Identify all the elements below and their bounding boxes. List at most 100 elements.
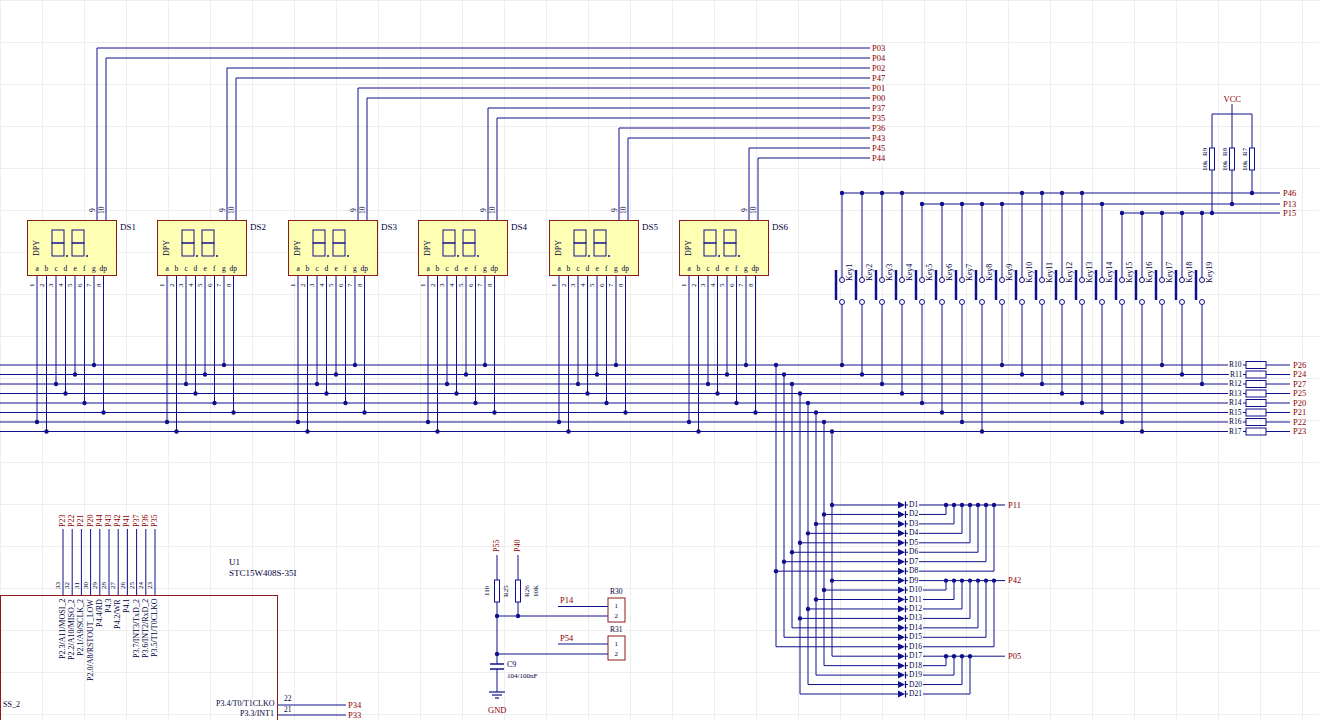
wire [954, 656, 955, 675]
diode-symbol [905, 511, 906, 518]
pin-name: g [222, 265, 226, 273]
diode-symbol [898, 539, 905, 546]
switch-contact [880, 300, 885, 305]
junction-dot [798, 541, 802, 545]
wire [1142, 213, 1143, 278]
pin-number: 10 [359, 207, 367, 215]
wire [1042, 305, 1043, 385]
pin-number: 9 [350, 208, 358, 212]
net-label: P37 [133, 515, 141, 527]
pin-number: 1 [551, 284, 558, 288]
junction-dot [1120, 420, 1124, 424]
wire [497, 616, 608, 617]
wire [808, 684, 898, 685]
net-label: P44 [872, 154, 885, 163]
wire [367, 98, 870, 99]
decimal-point [327, 255, 329, 257]
decimal-point [477, 255, 479, 257]
wire [934, 646, 994, 647]
resistor-symbol [1246, 409, 1266, 416]
pin-number: 4 [580, 284, 587, 288]
diode-symbol [905, 653, 906, 660]
wire [75, 276, 76, 375]
resistor-symbol [495, 580, 500, 602]
wire [934, 608, 962, 609]
diode-symbol [905, 530, 906, 537]
value: 10k [1242, 160, 1249, 171]
pin-number: 1 [681, 284, 688, 288]
junction-dot [35, 420, 39, 424]
wire [1212, 170, 1213, 213]
wire [466, 276, 467, 375]
segment-outline [704, 230, 716, 243]
switch-actuator [1175, 270, 1178, 300]
net-label: P20 [1292, 399, 1307, 408]
wire [606, 276, 607, 403]
switch-contact [860, 300, 865, 305]
segment-outline [72, 243, 84, 256]
net-label: P43 [105, 515, 113, 527]
junction-dot [860, 372, 864, 376]
junction-dot [806, 531, 810, 535]
switch-contact [980, 278, 985, 283]
pin-number: 2 [561, 284, 568, 288]
switch-contact [1100, 300, 1105, 305]
wire [1232, 170, 1233, 204]
pin-number: 9 [611, 208, 619, 212]
wire [0, 374, 1246, 375]
pin-number: 9 [219, 208, 227, 212]
junction-dot [814, 597, 818, 601]
wire [1182, 213, 1183, 278]
wire [619, 128, 620, 220]
switch-actuator [1115, 270, 1118, 300]
resistor-symbol [1246, 400, 1266, 407]
wire [558, 644, 608, 645]
net-label: P55 [493, 540, 501, 552]
junction-dot [1040, 191, 1044, 195]
wire [227, 68, 228, 220]
junction-dot [1080, 401, 1084, 405]
diode-symbol [905, 624, 906, 631]
designator: R12 [1228, 380, 1243, 388]
junction-dot [814, 522, 818, 526]
junction-dot [798, 391, 802, 395]
wire [934, 637, 986, 638]
net-label: P02 [872, 64, 885, 73]
pin-number: 8 [748, 284, 755, 288]
wire [934, 514, 946, 515]
wire [155, 529, 156, 595]
wire [233, 276, 234, 413]
pin-number: 3 [48, 284, 55, 288]
pin-number: 31 [74, 582, 81, 589]
wire [1266, 384, 1290, 385]
junction-dot [840, 363, 844, 367]
diode-symbol [905, 615, 906, 622]
junction-dot [687, 420, 691, 424]
wire [978, 505, 979, 552]
switch-actuator [895, 270, 898, 300]
wire [587, 276, 588, 394]
switch-label: Key2 [866, 263, 874, 280]
wire [1266, 365, 1290, 366]
net-label: P35 [151, 515, 159, 527]
junction-dot [222, 363, 226, 367]
junction-dot [296, 420, 300, 424]
junction-dot [900, 391, 904, 395]
wire [746, 276, 747, 365]
wire [982, 305, 983, 432]
wire [364, 276, 365, 413]
part-type: DPY [424, 240, 432, 256]
junction-dot [782, 372, 786, 376]
designator: R9 [1202, 148, 1209, 156]
switch-contact [900, 278, 905, 283]
wire [0, 412, 1246, 413]
net-label: P14 [560, 596, 573, 605]
wire [934, 694, 970, 695]
diode-symbol [898, 520, 905, 527]
junction-dot [426, 420, 430, 424]
switch-contact [1080, 278, 1085, 283]
junction-dot [1000, 363, 1004, 367]
wire [278, 715, 346, 716]
net-label: P13 [1283, 200, 1296, 209]
wire [934, 552, 978, 553]
